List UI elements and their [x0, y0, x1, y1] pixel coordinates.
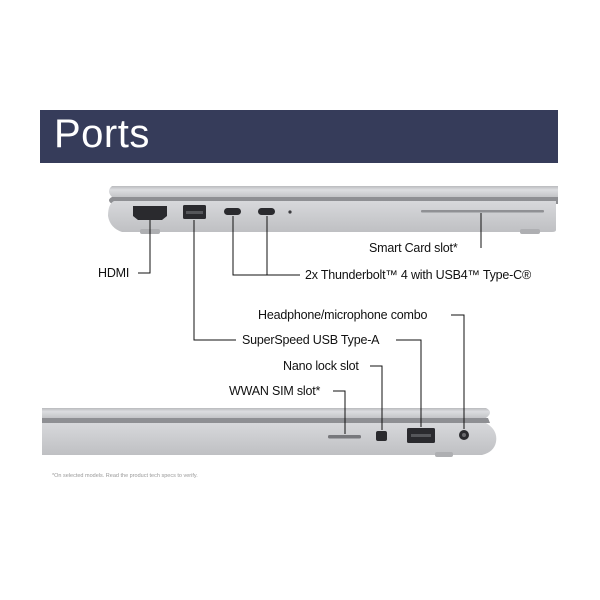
laptop-left-side	[108, 186, 558, 234]
laptop-lid	[42, 408, 490, 418]
label-thunderbolt: 2x Thunderbolt™ 4 with USB4™ Type-C®	[305, 268, 531, 282]
label-usb-type-a: SuperSpeed USB Type-A	[242, 333, 380, 347]
rubber-foot	[435, 452, 453, 457]
headphone-jack-inner	[462, 433, 466, 437]
laptop-right-side	[42, 408, 497, 457]
leader-usb-a-left	[193, 220, 236, 341]
smart-card-slot	[421, 210, 544, 213]
page-title: Ports	[54, 112, 150, 156]
hdmi-port	[133, 206, 167, 220]
leader-wwan-sim	[333, 390, 346, 434]
laptop-lid	[109, 186, 558, 197]
label-smart-card-slot: Smart Card slot*	[369, 241, 458, 255]
label-hdmi: HDMI	[98, 266, 130, 280]
laptop-base	[108, 201, 556, 232]
label-wwan-sim-slot: WWAN SIM slot*	[229, 384, 321, 398]
leader-lines	[138, 213, 482, 434]
leader-nano-lock	[370, 365, 383, 430]
footnote: *On selected models. Read the product te…	[52, 473, 198, 479]
thunderbolt-port-2	[258, 208, 275, 215]
title-banner: Ports	[40, 110, 558, 163]
wwan-sim-slot	[328, 435, 361, 439]
status-led	[288, 210, 292, 214]
leader-usb-a-right	[396, 339, 422, 427]
thunderbolt-port-1	[224, 208, 241, 215]
usb-a-port-tongue	[411, 434, 431, 437]
laptop-hinge-line	[42, 418, 490, 423]
label-nano-lock-slot: Nano lock slot	[283, 359, 359, 373]
usb-a-port-tongue	[186, 211, 203, 214]
nano-lock-slot	[376, 431, 387, 441]
leader-headphone	[451, 314, 465, 429]
leader-thunderbolt-1	[232, 216, 300, 276]
rubber-foot	[520, 229, 540, 234]
label-headphone-combo: Headphone/microphone combo	[258, 308, 428, 322]
leader-hdmi	[138, 220, 151, 274]
